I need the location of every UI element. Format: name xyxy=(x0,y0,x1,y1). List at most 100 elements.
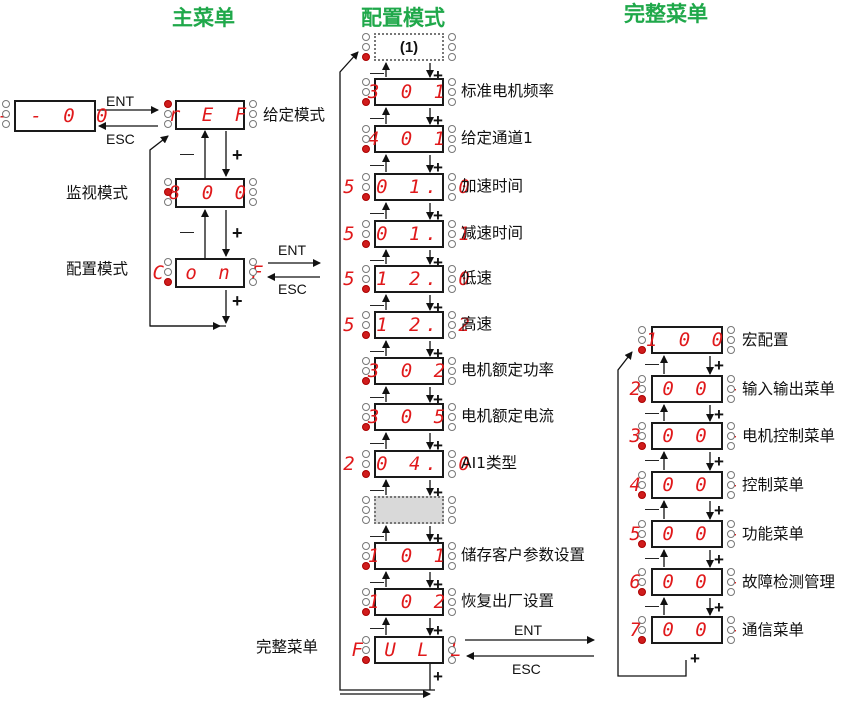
config-plus: + xyxy=(433,390,443,409)
conf-right-led-2 xyxy=(249,278,257,286)
config-minus: — xyxy=(370,527,384,543)
full-r-2-led-1 xyxy=(727,432,735,440)
config-item-label: 加速时间 xyxy=(461,177,524,195)
cfg-r-1-led-2 xyxy=(448,98,456,106)
cfg-2-led-2 xyxy=(362,145,370,153)
config-item-display: 3 0 2 xyxy=(367,359,451,382)
full-r-2-led-0 xyxy=(727,422,735,430)
config-item-display: 5 0 1. 1 xyxy=(343,222,475,245)
config-minus: — xyxy=(370,109,384,125)
config-minus: — xyxy=(370,434,384,450)
full-1-led-2 xyxy=(638,395,646,403)
mon-led-0 xyxy=(164,178,172,186)
full-r-5-led-1 xyxy=(727,578,735,586)
config-item-display: 3 0 5 xyxy=(367,405,451,428)
config-plus: + xyxy=(433,436,443,455)
full-r-2-led-2 xyxy=(727,442,735,450)
full-item-label: 通信菜单 xyxy=(742,621,805,639)
cfg-1-led-1 xyxy=(362,88,370,96)
conf-right-led-0 xyxy=(249,258,257,266)
full-r-5-led-0 xyxy=(727,568,735,576)
full-4-led-1 xyxy=(638,530,646,538)
ref-plus: + xyxy=(232,145,243,165)
full-3-led-1 xyxy=(638,481,646,489)
cfg-r-2-led-1 xyxy=(448,135,456,143)
full-0-led-1 xyxy=(638,336,646,344)
cfg-5-led-0 xyxy=(362,265,370,273)
cfg-r-7-led-1 xyxy=(448,367,456,375)
full-minus: — xyxy=(645,500,659,516)
config-plus: + xyxy=(433,253,443,272)
config-minus: — xyxy=(370,296,384,312)
cfg-11-led-0 xyxy=(362,542,370,550)
cfg-r-10-led-2 xyxy=(448,516,456,524)
monitor-display-text: 8 0 0 xyxy=(168,181,252,204)
cfg-10-led-0 xyxy=(362,496,370,504)
full-r-4-led-2 xyxy=(727,540,735,548)
cfg-8-led-0 xyxy=(362,403,370,411)
cfg-r-11-led-1 xyxy=(448,552,456,560)
cfg-r-12-led-2 xyxy=(448,608,456,616)
config-item-display: 5 1 2. 2 xyxy=(343,313,475,336)
full-r-1-led-1 xyxy=(727,385,735,393)
ref-display: r E F xyxy=(169,100,246,130)
config-plus: + xyxy=(433,529,443,548)
full-item-1: 2 0 0 - xyxy=(629,375,740,403)
conf-led-1 xyxy=(164,268,172,276)
config-item-display: 5 1 2. 0 xyxy=(343,267,475,290)
full-r-3-led-1 xyxy=(727,481,735,489)
conf-mode-label: 配置模式 xyxy=(66,260,129,278)
full-menu-label: 完整菜单 xyxy=(256,638,319,656)
ref-display-text: r E F xyxy=(168,103,252,126)
config-item-label: 给定通道1 xyxy=(461,129,533,147)
cfg-r-6-led-1 xyxy=(448,321,456,329)
cfg-8-led-1 xyxy=(362,413,370,421)
full-4-led-2 xyxy=(638,540,646,548)
ref-led-0 xyxy=(164,100,172,108)
config-item-6: 5 1 2. 2 xyxy=(343,311,470,339)
config-item-11: 1 0 1 xyxy=(368,542,445,570)
config-item-4: 5 0 1. 1 xyxy=(343,220,470,248)
config-minus: — xyxy=(370,64,384,80)
config-plus: + xyxy=(433,298,443,317)
full-minus: — xyxy=(645,355,659,371)
full-item-label: 控制菜单 xyxy=(742,476,805,494)
config-item-label: 减速时间 xyxy=(461,224,524,242)
full-last-plus: + xyxy=(690,649,700,668)
config-item-9: 2 0 4. 0 xyxy=(343,450,470,478)
cfg-r-11-led-0 xyxy=(448,542,456,550)
config-item-13: F U L L xyxy=(351,636,462,664)
monitor-mode-label: 监视模式 xyxy=(66,184,129,202)
config-minus: — xyxy=(370,156,384,172)
full-3-led-0 xyxy=(638,471,646,479)
config-minus: — xyxy=(370,619,384,635)
config-item-label: 高速 xyxy=(461,315,493,333)
full-r-0-led-1 xyxy=(727,336,735,344)
full-menu-title: 完整菜单 xyxy=(624,2,708,26)
full-ent-label: ENT xyxy=(514,622,542,638)
full-2-led-2 xyxy=(638,442,646,450)
config-item-display: 3 0 1 xyxy=(367,80,451,103)
config-last-plus: + xyxy=(433,667,443,686)
full-item-label: 电机控制菜单 xyxy=(742,427,836,445)
main-menu-title: 主菜单 xyxy=(172,6,235,30)
config-item-label: 储存客户参数设置 xyxy=(461,546,586,564)
cfg-0-led-1 xyxy=(362,43,370,51)
cfg-r-0-led-2 xyxy=(448,53,456,61)
full-2-led-1 xyxy=(638,432,646,440)
cfg-r-7-led-2 xyxy=(448,377,456,385)
full-2-led-0 xyxy=(638,422,646,430)
cfg-r-10-led-0 xyxy=(448,496,456,504)
init-display: - - 0 0 xyxy=(0,100,108,132)
config-plus: + xyxy=(433,483,443,502)
full-r-6-led-1 xyxy=(727,626,735,634)
monitor-display: 8 0 0 xyxy=(169,178,246,208)
cfg-r-12-led-0 xyxy=(448,588,456,596)
conf-esc-label: ESC xyxy=(278,281,307,297)
config-plus: + xyxy=(433,111,443,130)
cfg-r-5-led-1 xyxy=(448,275,456,283)
full-6-led-2 xyxy=(638,636,646,644)
cfg-7-led-1 xyxy=(362,367,370,375)
